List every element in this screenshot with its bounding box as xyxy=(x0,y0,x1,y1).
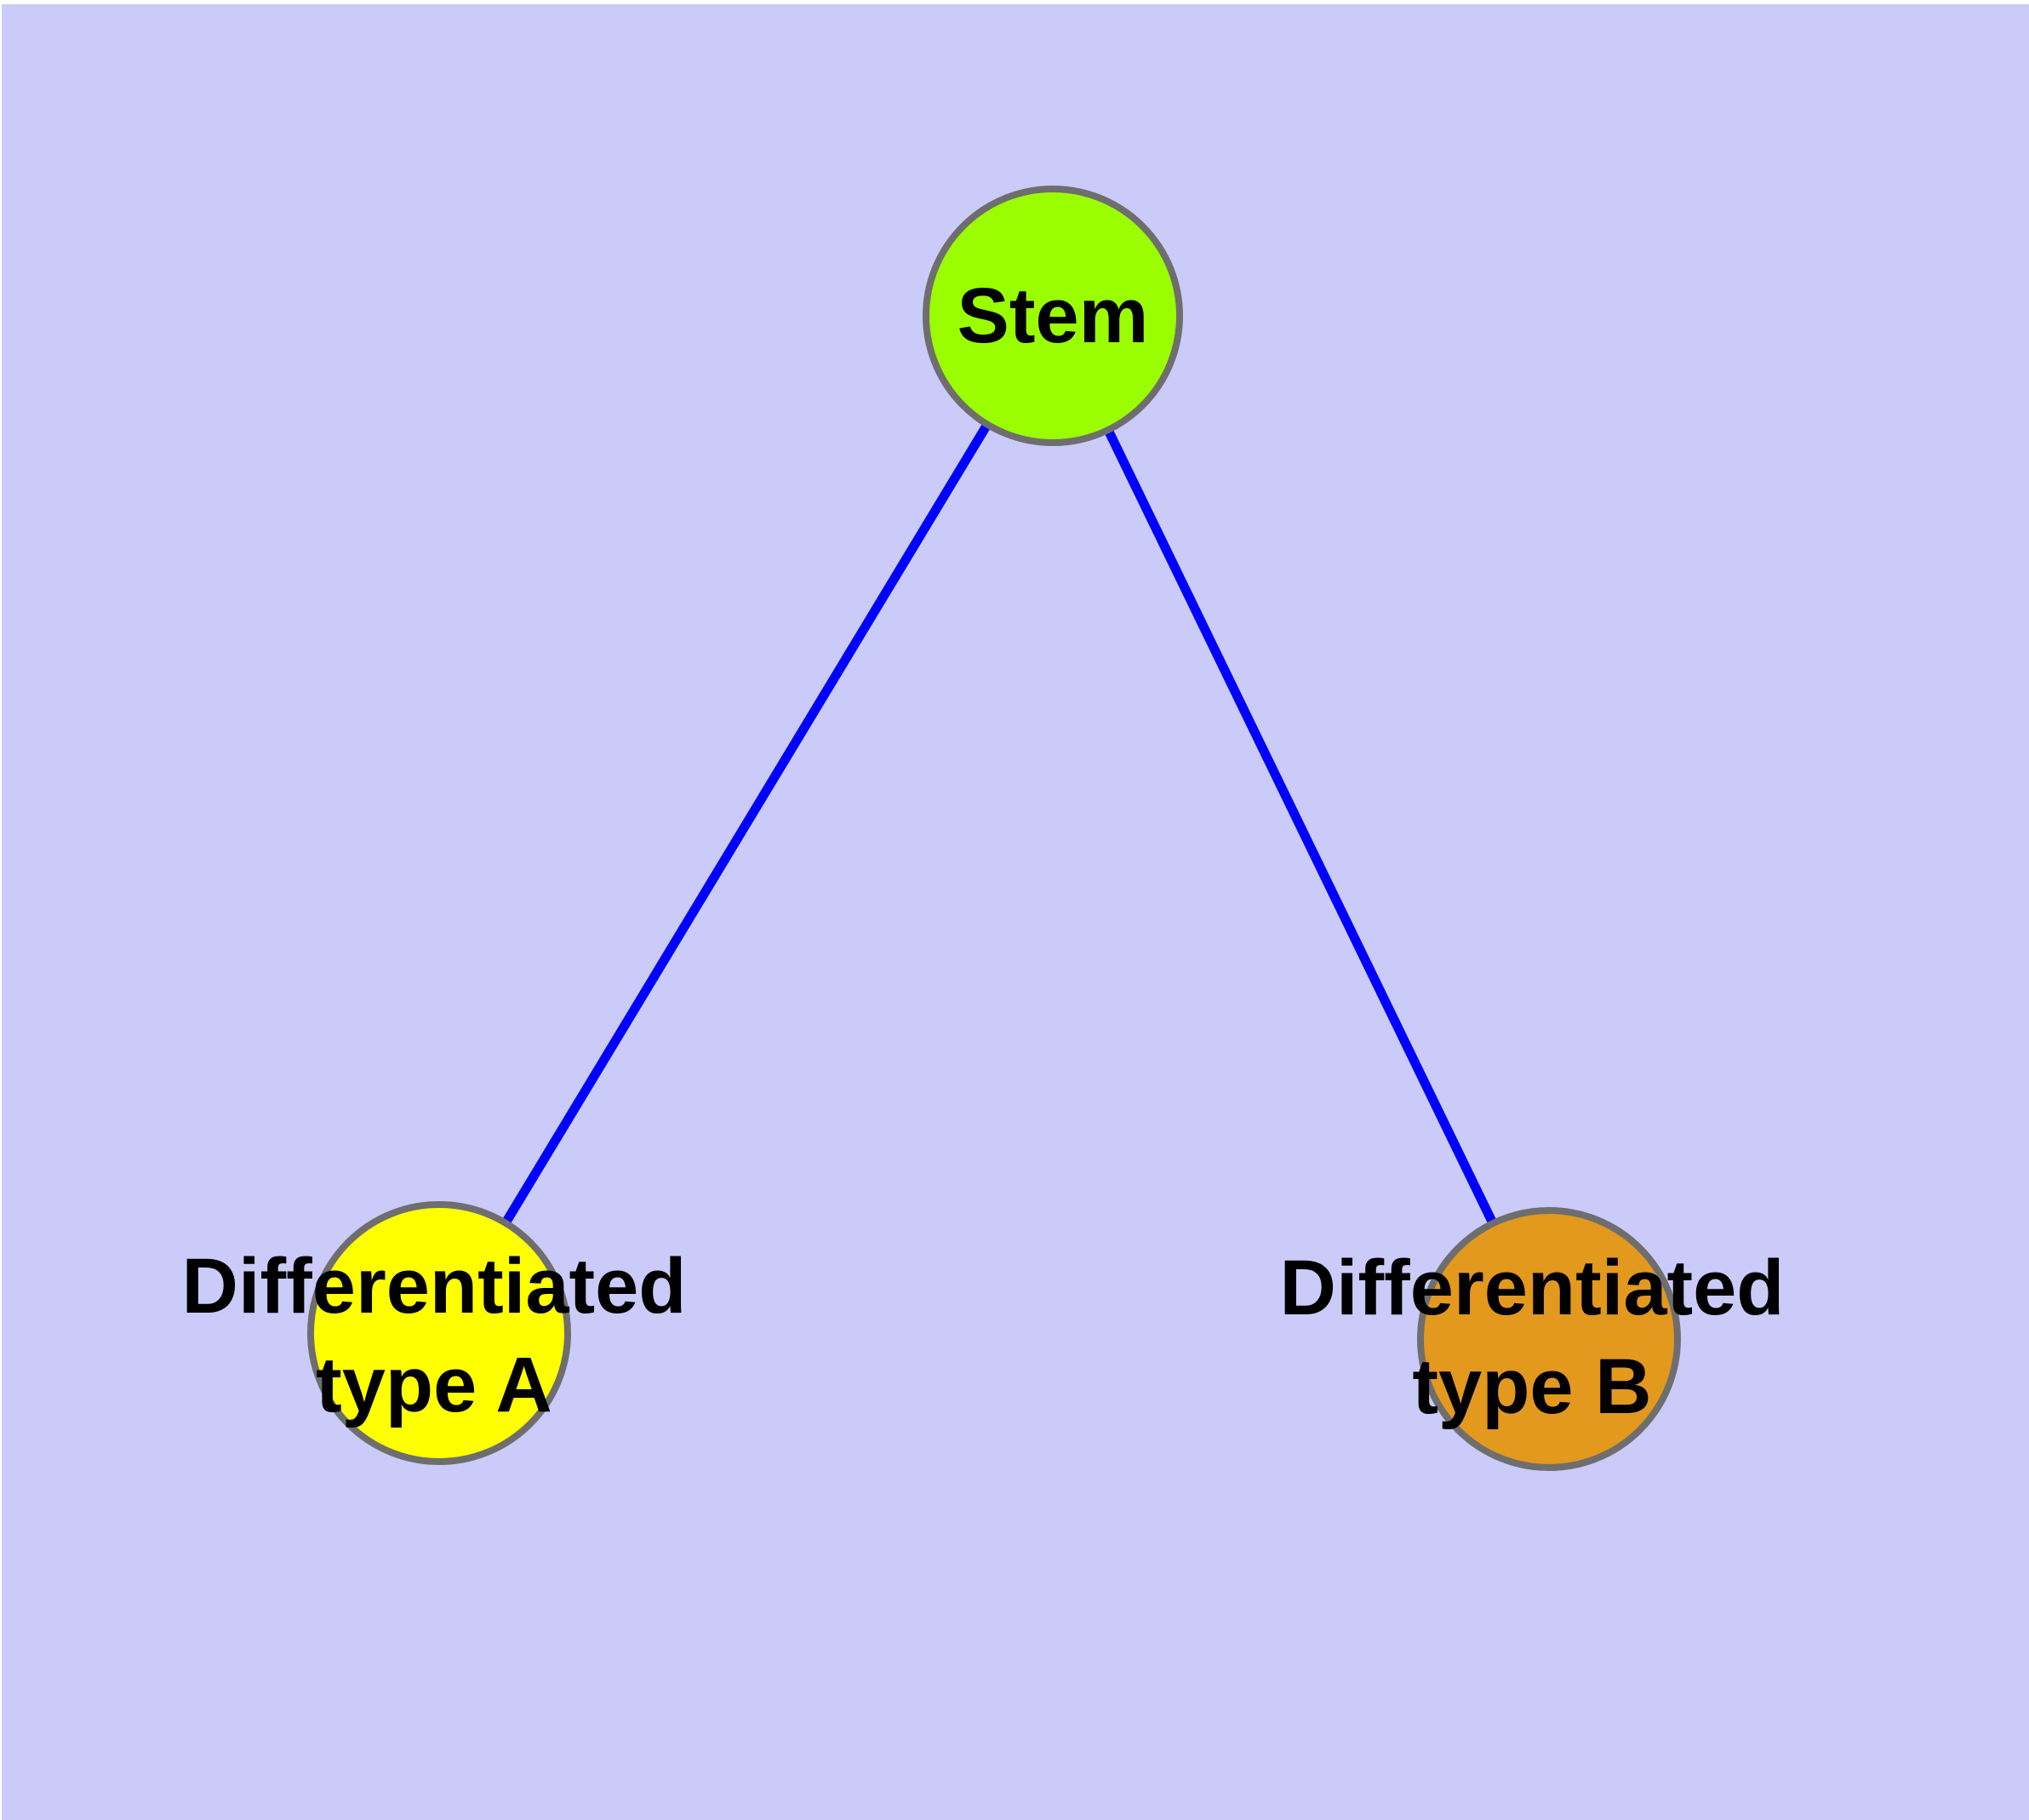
node-differentiated-type-b xyxy=(1417,1207,1681,1471)
node-differentiated-type-b-label: Differentiated type B xyxy=(1279,1245,1785,1430)
edge-stem-to-type-a xyxy=(435,313,1057,1336)
node-differentiated-type-a-label: Differentiated type A xyxy=(181,1243,687,1428)
node-stem xyxy=(923,186,1183,446)
node-stem-label: Stem xyxy=(957,272,1149,359)
node-differentiated-type-a xyxy=(307,1201,571,1465)
edge-stem-to-type-b xyxy=(1049,313,1553,1342)
